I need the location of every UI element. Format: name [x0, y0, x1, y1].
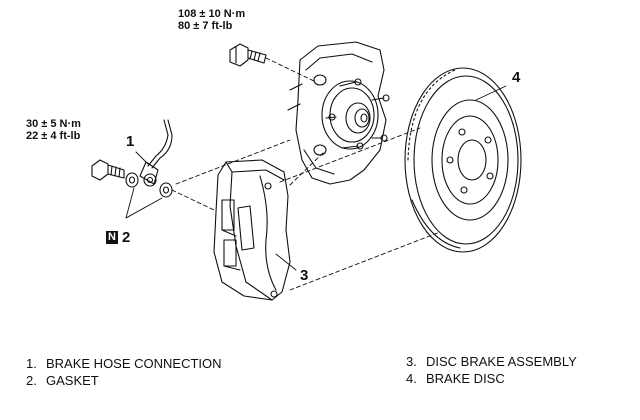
callout-3: 3 [300, 267, 309, 284]
legend-item-2: 2. GASKET [26, 373, 99, 388]
brake-disc [404, 67, 522, 253]
legend-text: GASKET [46, 373, 99, 388]
legend-text: DISC BRAKE ASSEMBLY [426, 354, 577, 369]
wheel-hub [321, 78, 390, 150]
callout-2: 2 [122, 229, 131, 246]
torque-top-imperial: 80 ± 7 ft-lb [178, 20, 233, 32]
legend-item-3: 3. DISC BRAKE ASSEMBLY [406, 354, 577, 369]
union-bolt [91, 159, 125, 181]
brake-hose [139, 119, 173, 187]
legend-item-4: 4. BRAKE DISC [406, 371, 505, 386]
torque-spec-left: 30 ± 5 N·m 22 ± 4 ft-lb [26, 118, 81, 142]
legend-num: 3. [406, 354, 417, 369]
assembly-guide-lines [171, 57, 441, 291]
caliper-assembly [213, 159, 291, 301]
legend-item-1: 1. BRAKE HOSE CONNECTION [26, 356, 222, 371]
torque-left-metric: 30 ± 5 N·m [26, 118, 81, 130]
legend-text: BRAKE DISC [426, 371, 505, 386]
legend-num: 2. [26, 373, 37, 388]
caliper-mounting-bolt [229, 43, 267, 67]
legend-num: 4. [406, 371, 417, 386]
legend-text: BRAKE HOSE CONNECTION [46, 356, 222, 371]
callout-leaders [125, 85, 507, 271]
legend-num: 1. [26, 356, 37, 371]
callout-4: 4 [512, 69, 521, 86]
torque-spec-top: 108 ± 10 N·m 80 ± 7 ft-lb [178, 8, 245, 32]
steering-knuckle [287, 41, 387, 185]
torque-left-imperial: 22 ± 4 ft-lb [26, 130, 81, 142]
callout-1: 1 [126, 133, 135, 150]
torque-top-metric: 108 ± 10 N·m [178, 8, 246, 20]
n-mark-icon: N [106, 231, 118, 244]
